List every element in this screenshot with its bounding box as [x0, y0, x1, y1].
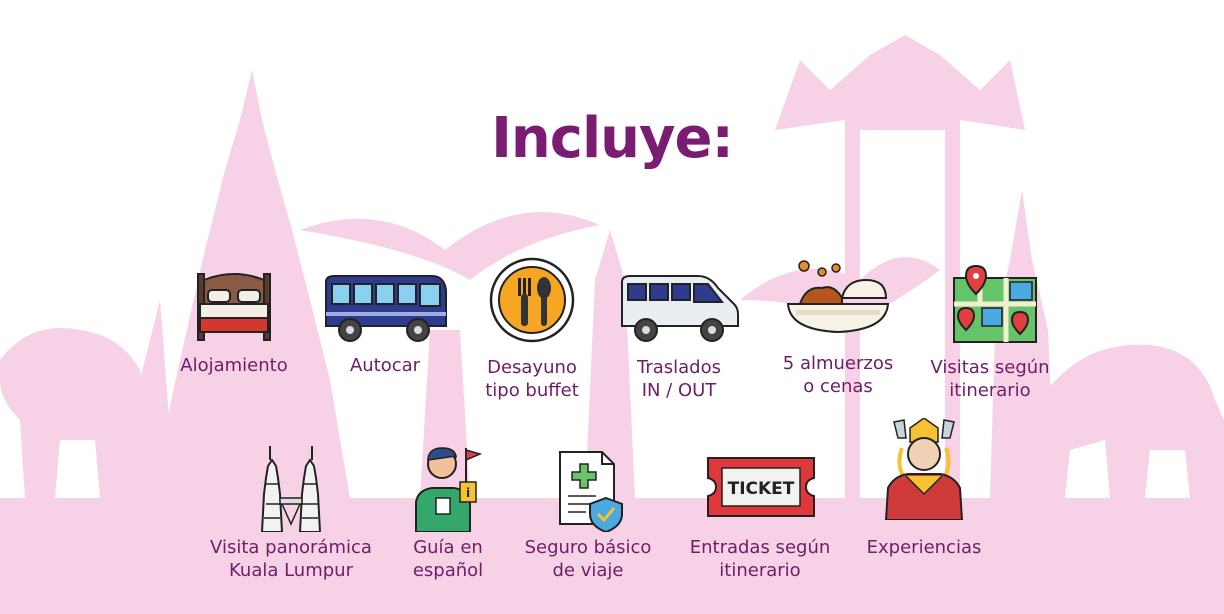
feature-entradas: TICKET Entradas según itinerario	[680, 452, 840, 586]
label-line1: Entradas según	[689, 537, 831, 558]
label-line1: Desayuno	[487, 357, 577, 378]
label-line2: IN / OUT	[641, 380, 717, 401]
van-icon	[621, 275, 739, 342]
label-line2: de viaje	[552, 560, 624, 581]
label-line1: Visitas según	[930, 357, 1050, 378]
food-bowl-icon	[786, 260, 890, 334]
feature-alojamiento: Alojamiento	[170, 262, 298, 376]
feature-desayuno: Desayuno tipo buffet	[470, 256, 594, 401]
label-line2: Kuala Lumpur	[229, 560, 353, 581]
map-pins-icon	[953, 264, 1037, 343]
page-title: Incluye:	[491, 106, 734, 171]
label-line1: Visita panorámica	[210, 537, 372, 558]
label-line1: Seguro básico	[524, 537, 652, 558]
svg-text:i: i	[466, 486, 470, 500]
label-line2: itinerario	[949, 380, 1031, 401]
label-line2: o cenas	[803, 376, 873, 397]
feature-seguro: Seguro básico de viaje	[516, 444, 660, 584]
feature-traslados: Traslados IN / OUT	[614, 262, 744, 401]
feature-visitas: Visitas según itinerario	[920, 262, 1060, 401]
label-line1: Alojamiento	[180, 355, 288, 376]
label-line1: Autocar	[349, 355, 421, 376]
label-line1: 5 almuerzos	[782, 353, 894, 374]
bus-icon	[325, 275, 447, 342]
plate-cutlery-icon	[489, 257, 575, 343]
insurance-document-icon	[559, 451, 623, 532]
label-line1: Experiencias	[866, 537, 982, 558]
label-line1: Traslados	[636, 357, 721, 378]
feature-autocar: Autocar	[320, 262, 450, 376]
label-line2: itinerario	[719, 560, 801, 581]
label-line2: tipo buffet	[485, 380, 579, 401]
bed-icon	[197, 273, 271, 341]
label-line1: Guía en	[413, 537, 483, 558]
feature-visita-panoramica: Visita panorámica Kuala Lumpur	[196, 442, 386, 582]
feature-almuerzos: 5 almuerzos o cenas	[772, 258, 904, 398]
tour-guide-icon: i	[415, 447, 483, 532]
thai-dancer-icon	[884, 418, 964, 520]
feature-experiencias: Experiencias	[856, 418, 992, 558]
ticket-text: TICKET	[728, 479, 795, 499]
label-line2: español	[412, 560, 484, 581]
twin-towers-icon	[260, 446, 322, 532]
feature-guia: i Guía en español	[400, 442, 496, 582]
ticket-icon: TICKET	[707, 457, 815, 517]
